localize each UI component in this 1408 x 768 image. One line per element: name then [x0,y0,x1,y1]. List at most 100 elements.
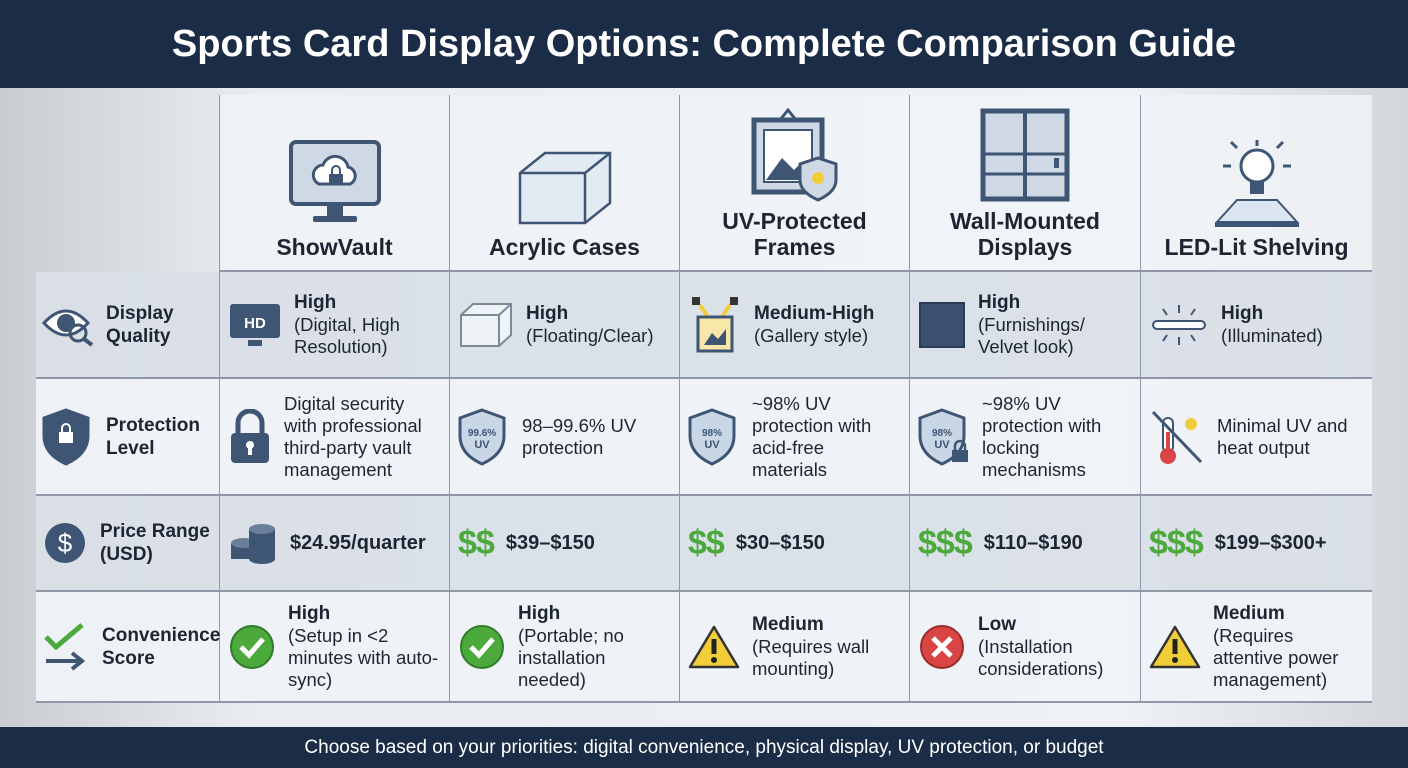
table-cell: Minimal UV and heat output [1141,379,1372,496]
footer-note: Choose based on your priorities: digital… [0,727,1408,768]
row-label-text: Protection Level [106,414,200,459]
detail: (Floating/Clear) [526,324,654,346]
picture-frame-shield-icon [750,106,840,202]
rating: High [288,602,331,624]
detail: Minimal UV and heat output [1217,414,1348,458]
rating: High [518,602,561,624]
detail: (Setup in <2 minutes with auto-sync) [288,624,439,690]
cell-text: High(Furnishings/ Velvet look) [978,292,1132,358]
table-cell: 98%UV~98% UV protection with locking mec… [910,379,1141,496]
cell-text: High(Illuminated) [1221,303,1323,347]
header-corner [36,95,220,272]
svg-text:99.6%: 99.6% [468,428,496,439]
cell-text: Digital security with professional third… [284,393,441,481]
detail: (Furnishings/ Velvet look) [978,313,1085,357]
price-value: $110–$190 [983,531,1083,554]
monitor-cloud-lock-icon [287,138,383,228]
rating: Medium [752,613,824,635]
column-title: Acrylic Cases [489,234,640,260]
page-title: Sports Card Display Options: Complete Co… [0,0,1408,88]
detail: (Requires wall mounting) [752,635,870,679]
column-header: Wall-Mounted Displays [910,95,1141,272]
column-title: LED-Lit Shelving [1164,234,1349,260]
svg-text:98%: 98% [932,428,952,439]
rating: High [294,291,337,313]
table-cell: $$$ $110–$190 [910,496,1141,592]
table-cell: Medium-High(Gallery style) [680,272,910,379]
column-header: LED-Lit Shelving [1141,95,1372,272]
table-cell: Medium(Requires wall mounting) [680,592,910,703]
rating: Low [978,613,1016,635]
rating: Medium [1213,602,1285,624]
cell-text: Low(Installation considerations) [978,614,1132,680]
uv-shield-icon: 98%UV [688,407,740,466]
detail: ~98% UV protection with locking mechanis… [982,392,1102,480]
price-value: $199–$300+ [1214,531,1327,554]
uv-shield-lock-icon: 98%UV [918,407,970,466]
coins-icon [228,521,278,565]
rating: High [526,302,569,324]
table-cell: Medium(Requires attentive power manageme… [1141,592,1372,703]
table-cell: Digital security with professional third… [220,379,450,496]
table-cell: Low(Installation considerations) [910,592,1141,703]
column-title: ShowVault [276,234,393,260]
hd-monitor-icon: HD [228,302,282,348]
cell-text: Medium(Requires wall mounting) [752,614,901,680]
warning-icon [1149,624,1201,670]
eye-magnifier-icon [42,303,94,347]
column-header: UV-Protected Frames [680,95,910,272]
detail: 98–99.6% UV protection [522,414,637,458]
glass-cube-icon [458,301,514,349]
table-cell: $$ $39–$150 [450,496,680,592]
rating: High [1221,302,1264,324]
cell-text: High(Floating/Clear) [526,303,654,347]
cell-text: Minimal UV and heat output [1217,415,1364,459]
spotlit-frame-icon [688,295,742,355]
svg-text:98%: 98% [702,428,722,439]
table-cell: $$$30–$150 [680,496,910,592]
shield-lock-icon [42,407,94,466]
check-circle-icon [228,623,276,671]
cell-text: 98–99.6% UV protection [522,415,671,459]
no-heat-icon [1149,408,1205,466]
dollar-signs-icon: $$$ [918,523,973,562]
column-header: Acrylic Cases [450,95,680,272]
price-value: $39–$150 [505,531,595,554]
detail: (Installation considerations) [978,635,1104,679]
table-cell: High(Furnishings/ Velvet look) [910,272,1141,379]
light-bulb-icon [1207,138,1307,228]
uv-shield-icon: 99.6%UV [458,407,510,466]
svg-text:HD: HD [244,315,266,332]
detail: (Illuminated) [1221,324,1323,346]
svg-text:$: $ [58,528,73,558]
row-label: Protection Level [36,379,220,496]
table-cell: $24.95/quarter [220,496,450,592]
rating: High [978,291,1021,313]
x-circle-icon [918,623,966,671]
svg-text:UV: UV [474,439,490,451]
led-bar-icon [1149,303,1209,347]
velvet-panel-icon [918,301,966,349]
svg-text:UV: UV [704,439,720,451]
detail: (Digital, High Resolution) [294,313,400,357]
comparison-table: ShowVault Acrylic Cases UV-Protected Frame… [36,95,1372,703]
cell-text: Medium(Requires attentive power manageme… [1213,603,1364,691]
table-cell: High(Setup in <2 minutes with auto-sync) [220,592,450,703]
cell-text: ~98% UV protection with acid-free materi… [752,393,901,481]
row-label-text: Convenience Score [102,624,221,669]
detail: ~98% UV protection with acid-free materi… [752,392,872,480]
detail: (Portable; no installation needed) [518,624,624,690]
rating: Medium-High [754,302,875,324]
detail: (Requires attentive power management) [1213,624,1339,690]
row-label: Convenience Score [36,592,220,703]
table-cell: High(Illuminated) [1141,272,1372,379]
warning-icon [688,624,740,670]
dollar-signs-icon: $$ [458,523,495,562]
row-label: $Price Range (USD) [36,496,220,592]
check-circle-icon [458,623,506,671]
cell-text: High(Setup in <2 minutes with auto-sync) [288,603,441,691]
price-value: $30–$150 [735,531,825,554]
price-value: $24.95/quarter [290,531,426,554]
acrylic-cube-icon [515,148,615,228]
dollar-circle-icon: $ [42,520,88,566]
